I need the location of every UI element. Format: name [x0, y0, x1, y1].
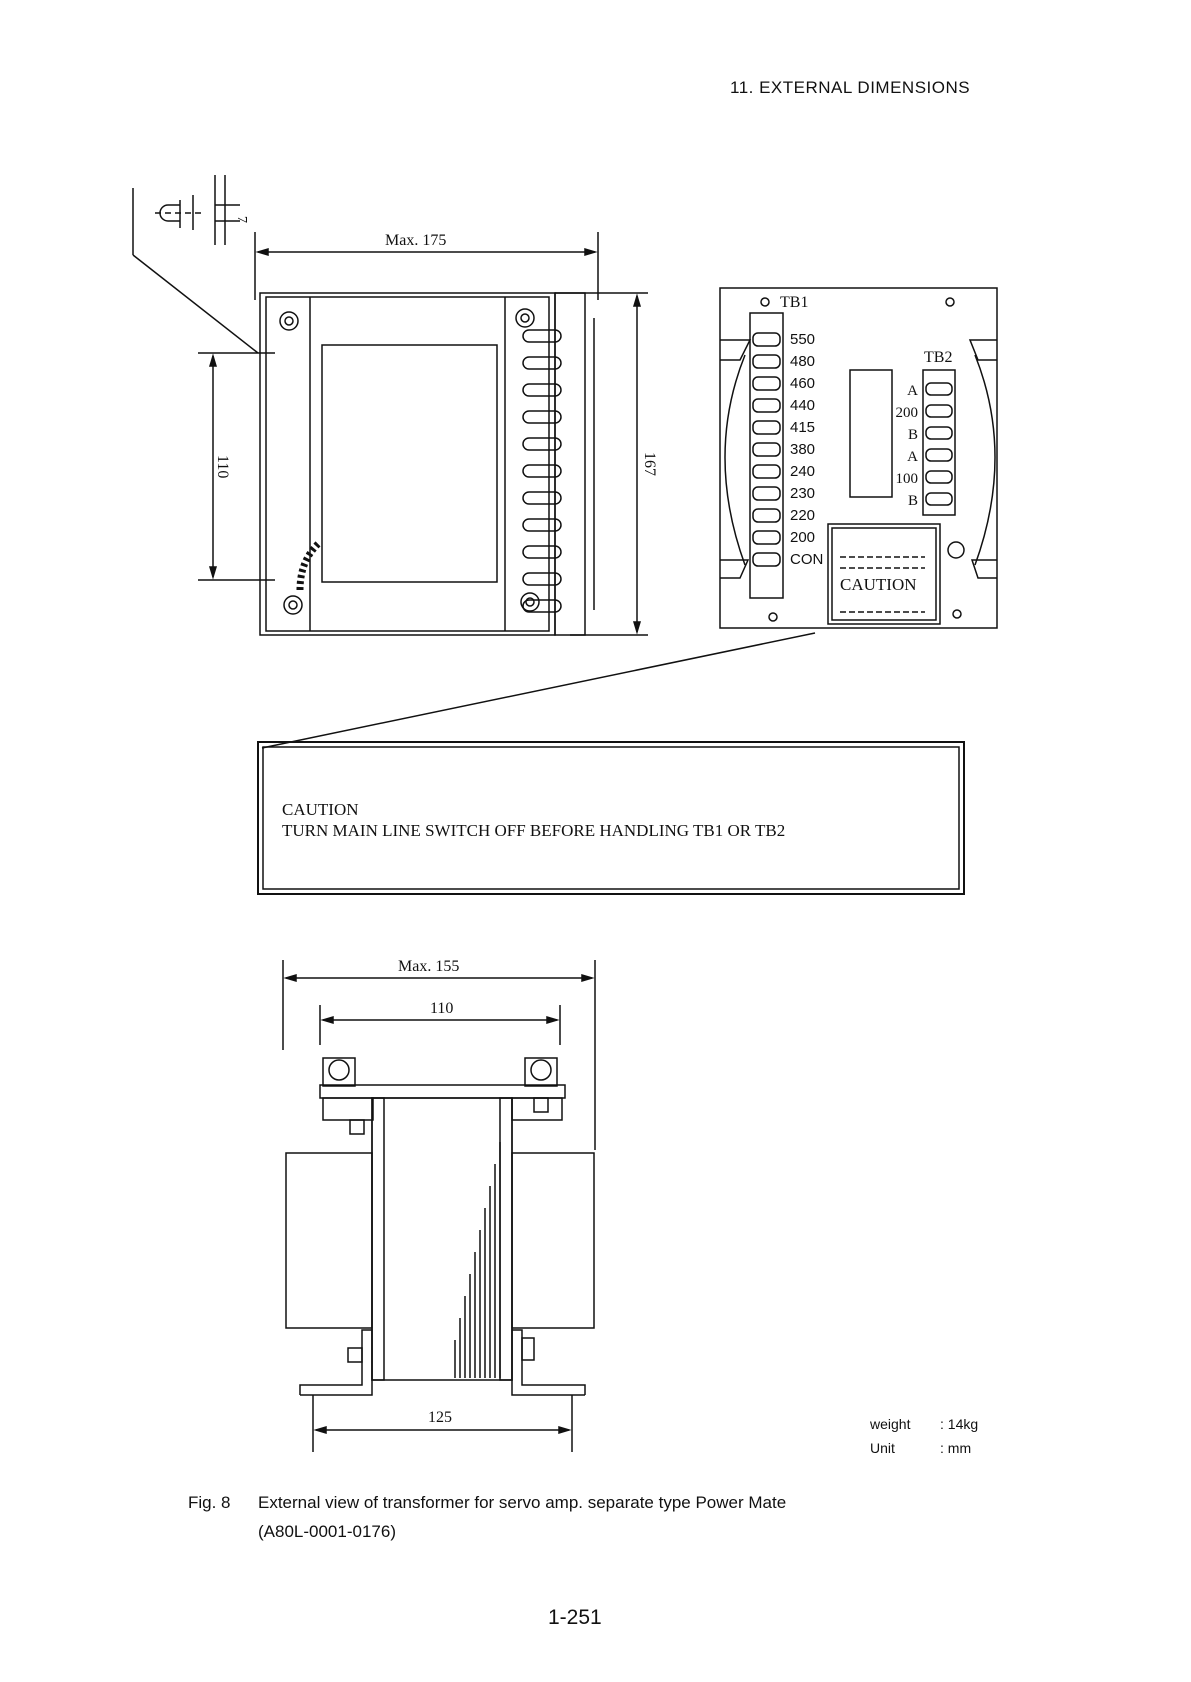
strip-coil — [522, 599, 562, 613]
strip-coil — [522, 518, 562, 532]
tb2-tap-label: A — [907, 449, 918, 465]
tb1-tap-label: 550 — [790, 331, 815, 348]
figure-caption: Fig. 8 External view of transformer for s… — [188, 1488, 786, 1546]
dim-slot-label: 7 — [234, 216, 249, 223]
weight-value: : 14kg — [940, 1416, 979, 1432]
tb1-coil — [752, 552, 781, 567]
tb1-coil — [752, 530, 781, 545]
caution-plate-text: TURN MAIN LINE SWITCH OFF BEFORE HANDLIN… — [282, 821, 785, 840]
tb2-coil — [925, 426, 953, 440]
section-header: 11. EXTERNAL DIMENSIONS — [730, 78, 971, 97]
figure-part-number: (A80L-0001-0176) — [258, 1522, 396, 1541]
strip-coil — [522, 437, 562, 451]
caution-plate: CAUTION TURN MAIN LINE SWITCH OFF BEFORE… — [257, 741, 965, 895]
dim-width-label: Max. 175 — [385, 232, 446, 249]
tb2-coil — [925, 448, 953, 462]
page-number: 1-251 — [548, 1606, 602, 1629]
tb1-tap-label: 460 — [790, 375, 815, 392]
tb1-tap-label: 230 — [790, 485, 815, 502]
strip-coil — [522, 491, 562, 505]
tb2-tap-label: A — [907, 383, 918, 399]
tb1-coil — [752, 442, 781, 457]
tb1-coil — [752, 486, 781, 501]
tb1-tap-label: 380 — [790, 441, 815, 458]
tb2-tap-label: 200 — [896, 405, 919, 421]
unit-value: : mm — [940, 1440, 972, 1456]
bolt-top-right — [515, 308, 535, 328]
core-laminations — [454, 1142, 501, 1378]
tb1-tap-label: 240 — [790, 463, 815, 480]
tb2-terminal-block — [925, 382, 953, 506]
tb2-coil — [925, 382, 953, 396]
tb1-label: TB1 — [780, 294, 808, 311]
strip-coil — [522, 545, 562, 559]
front-view: Max. 155 110 — [282, 958, 596, 1452]
dim-bottom-label: 125 — [428, 1409, 452, 1426]
tb1-coil — [752, 420, 781, 435]
top-view: 7 Max. 175 167 — [132, 175, 658, 636]
tb2-coil — [925, 470, 953, 484]
bolt-top-left — [279, 311, 299, 331]
strip-coil — [522, 410, 562, 424]
bolt-bottom-right — [520, 592, 540, 612]
dim-top-label: 110 — [430, 1000, 453, 1017]
figure-title: External view of transformer for servo a… — [258, 1493, 787, 1512]
strip-coil — [522, 464, 562, 478]
tb1-coil — [752, 354, 781, 369]
tb2-coil — [925, 492, 953, 506]
top-right-clamp — [511, 1057, 563, 1121]
tb1-tap-label: 480 — [790, 353, 815, 370]
dim-mount-label: 110 — [214, 455, 231, 478]
strip-coil — [522, 329, 562, 343]
bolt-bottom-left — [283, 595, 303, 615]
tb1-coil — [752, 376, 781, 391]
tb1-tap-label: CON — [790, 551, 823, 568]
figure-number: Fig. 8 — [188, 1493, 231, 1512]
tb2-label: TB2 — [924, 349, 952, 366]
tb1-coil — [752, 398, 781, 413]
caution-plate-title: CAUTION — [282, 800, 359, 819]
slot-detail: 7 — [132, 175, 259, 354]
strip-coil — [522, 572, 562, 586]
tb1-terminal-block — [752, 332, 781, 567]
dim-max-label: Max. 155 — [398, 958, 459, 975]
tb2-tap-label: 100 — [896, 471, 919, 487]
tb2-tap-label: B — [908, 427, 918, 443]
caution-sticker-label: CAUTION — [840, 575, 917, 594]
tb1-tap-label: 220 — [790, 507, 815, 524]
tb1-coil — [752, 332, 781, 347]
terminal-strip-side — [522, 329, 562, 613]
dim-height-label: 167 — [641, 452, 658, 476]
unit-label: Unit — [870, 1440, 895, 1456]
tb1-tap-label: 415 — [790, 419, 815, 436]
tb1-coil — [752, 508, 781, 523]
tb1-tap-label: 440 — [790, 397, 815, 414]
strip-coil — [522, 356, 562, 370]
weight-label: weight — [870, 1416, 911, 1432]
tb2-tap-label: B — [908, 493, 918, 509]
tb1-coil — [752, 464, 781, 479]
tb2-coil — [925, 404, 953, 418]
strip-coil — [522, 383, 562, 397]
tb1-tap-label: 200 — [790, 529, 815, 546]
top-left-clamp — [322, 1057, 374, 1135]
